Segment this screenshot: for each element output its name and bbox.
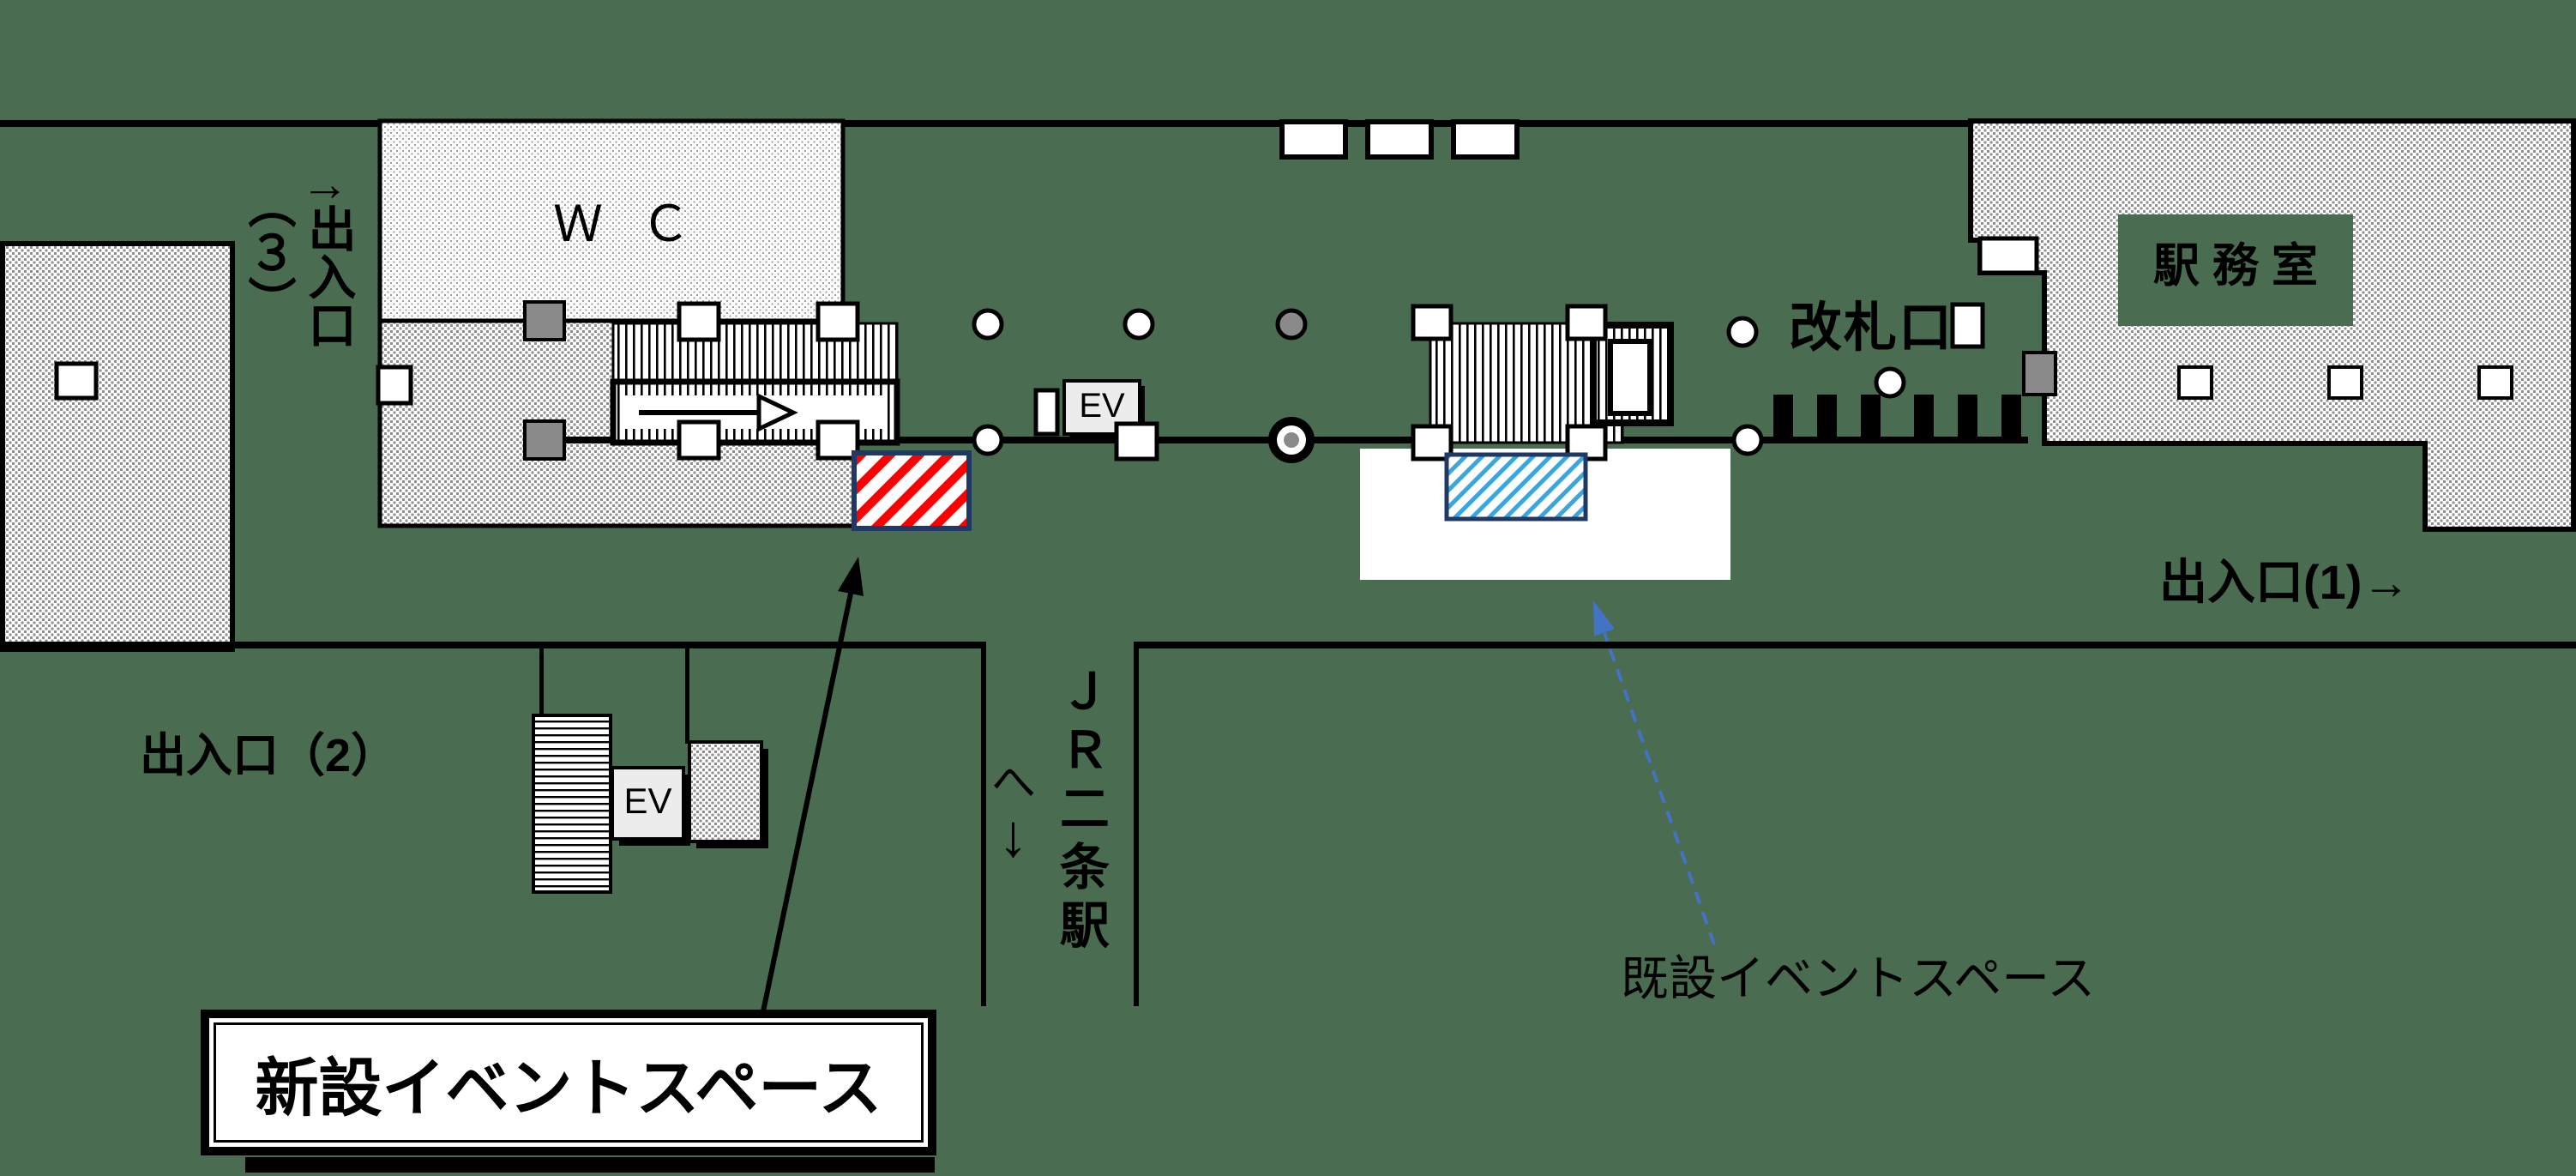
- stairs-center-landing: [1608, 339, 1652, 416]
- exit2-wall: [539, 645, 544, 719]
- label-box-shadow: [245, 1157, 935, 1173]
- ticket-gate-bar: [1817, 395, 1837, 443]
- column: [1726, 316, 1759, 348]
- existing-space-arrow-line: [1603, 632, 1716, 945]
- white-pillar: [677, 419, 721, 461]
- column-double-core: [1284, 432, 1299, 448]
- wc-label: Ｗ Ｃ: [553, 196, 703, 252]
- corridor-wall-left: [981, 645, 986, 1006]
- white-pillar: [1114, 421, 1159, 461]
- column: [972, 424, 1004, 456]
- existing-space-arrowhead: [1593, 600, 1615, 636]
- column: [1122, 308, 1155, 341]
- ticket-gate-bar: [1914, 395, 1934, 443]
- ev-upper-label: EV: [1079, 387, 1125, 425]
- new-space-label: 新設イベントスペース: [255, 1052, 882, 1124]
- door-rect: [1033, 388, 1060, 437]
- gray-pillar: [523, 300, 566, 341]
- new-space-arrow-line: [761, 593, 853, 1012]
- left-building: [0, 241, 235, 652]
- white-pillar: [1411, 304, 1454, 341]
- ticket-gate-bar: [1773, 395, 1793, 443]
- column: [1874, 366, 1906, 399]
- station-office-label: 駅 務 室: [2152, 240, 2318, 292]
- exit2-label: 出入口（2）: [140, 730, 398, 781]
- exit1-label: 出入口(1)→: [2159, 555, 2410, 609]
- south-wall-left: [0, 642, 986, 648]
- exit3-label: ↑出入口 （３）: [242, 180, 356, 348]
- white-pillar: [1950, 302, 1985, 349]
- south-wall-right: [1134, 642, 2576, 648]
- down-arrow-label: ↓: [998, 802, 1028, 869]
- white-pillar: [816, 419, 860, 461]
- ev-lower-box: [611, 766, 685, 841]
- ticket-gate-bar: [2001, 395, 2021, 443]
- existing-space-label: 既設イベントスペース: [1621, 951, 2096, 1005]
- corridor-wall-right: [1134, 645, 1139, 1006]
- office-window: [2327, 365, 2363, 400]
- gray-pillar: [523, 419, 566, 461]
- jr-nijo-label: ＪＲ二条駅: [1051, 666, 1108, 957]
- station-office-room: [2118, 214, 2353, 326]
- stairs-exit2: [532, 714, 612, 894]
- white-pillar: [1977, 236, 2039, 275]
- ev-lower-label: EV: [623, 781, 672, 821]
- ticket-gate-label: 改札口: [1789, 299, 1954, 358]
- new-event-space-marker: [852, 450, 972, 531]
- column: [1731, 424, 1764, 456]
- existing-event-space-marker: [1444, 452, 1588, 522]
- column: [972, 308, 1004, 341]
- exit2-shaft: [688, 740, 763, 843]
- ev-upper-box: [1062, 379, 1141, 436]
- column-gray: [1275, 308, 1308, 341]
- top-box: [1451, 119, 1520, 160]
- white-pillar: [816, 301, 860, 342]
- ticket-gate-bar: [1958, 395, 1977, 443]
- office-window: [2177, 365, 2213, 400]
- new-space-label-box: 新設イベントスペース: [201, 1010, 936, 1155]
- white-pillar: [677, 301, 721, 342]
- top-box: [1279, 119, 1348, 160]
- service-area-window: [376, 365, 413, 406]
- gray-pillar: [2022, 351, 2057, 396]
- new-space-arrowhead: [838, 557, 864, 596]
- left-building-window: [54, 361, 99, 401]
- top-box: [1365, 119, 1434, 160]
- office-window: [2477, 365, 2513, 400]
- stairs-direction-arrowhead: [756, 393, 798, 432]
- to-mark-label: へ: [991, 758, 1037, 808]
- exit2-wall: [685, 645, 689, 744]
- white-pillar: [1565, 304, 1608, 341]
- ticket-gate-bar: [1861, 395, 1881, 443]
